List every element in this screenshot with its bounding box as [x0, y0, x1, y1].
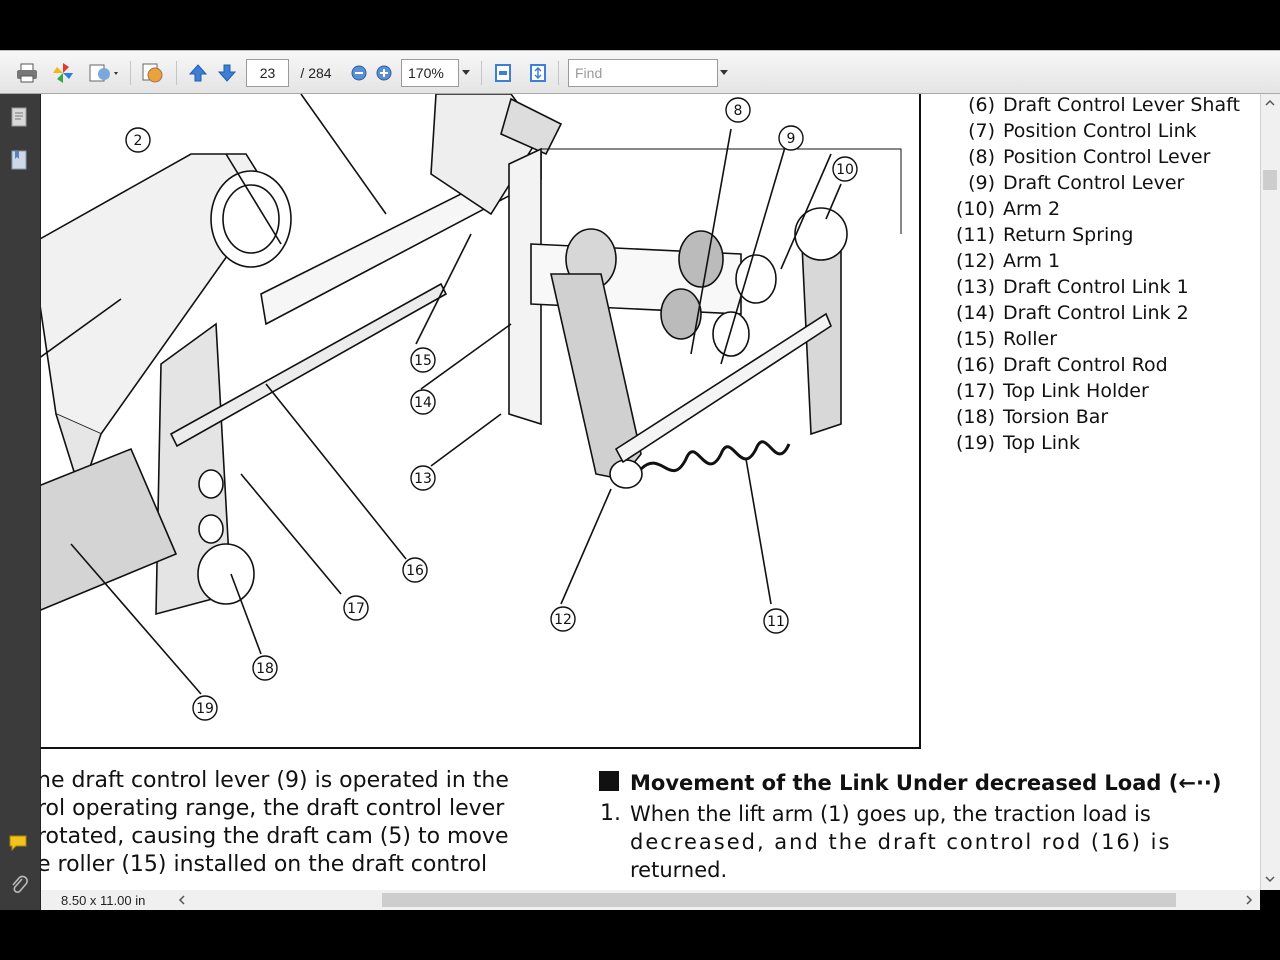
next-page-button[interactable] [215, 61, 239, 85]
find-options-button[interactable] [718, 61, 730, 85]
callout-17: 17 [347, 601, 365, 617]
figure-frame [41, 94, 921, 749]
body-text-line: rol operating range, the draft control l… [41, 796, 505, 821]
fit-width-button[interactable] [526, 61, 550, 85]
body-text-line: e roller (15) installed on the draft con… [41, 852, 488, 877]
callout-18: 18 [256, 661, 274, 677]
legend-item: (16)Draft Control Rod [955, 354, 1168, 376]
legend-item: (8)Position Control Lever [968, 146, 1211, 168]
attachments-panel-button[interactable] [8, 874, 30, 896]
printer-icon [17, 63, 37, 83]
chevron-down-icon [720, 70, 728, 75]
share-icon [142, 63, 163, 83]
horizontal-scrollbar[interactable] [171, 890, 1260, 910]
legend-item: (6)Draft Control Lever Shaft [968, 94, 1240, 116]
chevron-down-icon [462, 70, 470, 75]
pages-panel-button[interactable] [8, 106, 30, 128]
bookmarks-panel-button[interactable] [8, 149, 30, 171]
bookmark-icon [11, 150, 27, 170]
callout-13: 13 [414, 471, 432, 487]
collaborate-button[interactable] [50, 61, 76, 85]
page-total: / 284 [300, 65, 332, 81]
vertical-scroll-thumb[interactable] [1263, 170, 1277, 190]
find-input[interactable]: Find [568, 59, 718, 87]
callout-14: 14 [414, 395, 432, 411]
scroll-right-icon[interactable] [1242, 891, 1256, 909]
callout-10: 10 [836, 162, 854, 178]
callout-8: 8 [734, 103, 743, 119]
export-icon [89, 64, 118, 82]
previous-page-button[interactable] [186, 61, 210, 85]
legend-item: (17)Top Link Holder [955, 380, 1149, 402]
legend-item: (12)Arm 1 [955, 250, 1061, 272]
scroll-up-icon[interactable] [1261, 96, 1279, 110]
paperclip-icon [12, 875, 28, 893]
zoom-out-button[interactable] [349, 61, 369, 85]
comments-panel-button[interactable] [8, 832, 30, 854]
arrow-up-icon [188, 64, 208, 82]
horizontal-scroll-thumb[interactable] [382, 893, 1176, 907]
legend-item: (10)Arm 2 [955, 198, 1061, 220]
callout-9: 9 [787, 131, 796, 147]
legend-item: (15)Roller [955, 328, 1058, 350]
zoom-dropdown-button[interactable] [459, 61, 473, 85]
pinwheel-icon [53, 63, 73, 83]
page-size-status: 8.50 x 11.00 in [41, 890, 171, 910]
print-button[interactable] [14, 61, 40, 85]
navigation-panel [0, 94, 41, 910]
zoom-level-field[interactable]: 170% [401, 59, 459, 87]
zoom-in-icon [376, 65, 392, 81]
section-bullet-square [599, 771, 619, 791]
callout-19: 19 [196, 701, 214, 717]
comment-icon [9, 835, 27, 852]
vertical-scrollbar[interactable] [1260, 94, 1280, 890]
arrow-down-icon [217, 64, 237, 82]
top-black-area [0, 0, 1280, 50]
mechanical-diagram: 2 8 9 10 15 14 13 16 17 18 19 12 11 [41, 94, 902, 721]
callout-16: 16 [406, 563, 424, 579]
bottom-black-area [0, 910, 1280, 960]
zoom-in-button[interactable] [374, 61, 394, 85]
fit-page-icon [495, 64, 511, 82]
list-number: 1. [600, 801, 621, 826]
body-text-line: rotated, causing the draft cam (5) to mo… [41, 824, 509, 849]
legend-item: (7)Position Control Link [968, 120, 1197, 142]
legend-item: (13)Draft Control Link 1 [955, 276, 1189, 298]
legend-item: (14)Draft Control Link 2 [955, 302, 1189, 324]
export-dropdown-button[interactable] [86, 61, 122, 85]
document-page: 2 8 9 10 15 14 13 16 17 18 19 12 11 (6)D… [41, 94, 1260, 890]
scroll-down-icon[interactable] [1261, 872, 1279, 886]
page-number-input[interactable]: 23 [246, 59, 289, 87]
pages-icon [11, 107, 27, 127]
body-text-line: returned. [630, 858, 728, 882]
fit-page-button[interactable] [491, 61, 515, 85]
zoom-out-icon [351, 65, 367, 81]
legend-item: (19)Top Link [955, 432, 1081, 454]
viewer-toolbar: 23 / 284 170% Find [0, 50, 1280, 94]
callout-2: 2 [134, 133, 143, 149]
callout-15: 15 [414, 353, 432, 369]
body-text-line: decreased, and the draft control rod (16… [630, 830, 1172, 854]
legend-item: (11)Return Spring [955, 224, 1134, 246]
body-text-line: he draft control lever (9) is operated i… [41, 768, 509, 793]
callout-11: 11 [767, 614, 785, 630]
callout-12: 12 [554, 612, 572, 628]
section-heading: Movement of the Link Under decreased Loa… [630, 771, 1222, 795]
legend-item: (9)Draft Control Lever [968, 172, 1185, 194]
fit-width-icon [530, 64, 546, 82]
share-button[interactable] [140, 61, 166, 85]
scroll-left-icon[interactable] [175, 891, 189, 909]
body-text-line: When the lift arm (1) goes up, the tract… [630, 802, 1151, 826]
legend-item: (18)Torsion Bar [955, 406, 1109, 428]
